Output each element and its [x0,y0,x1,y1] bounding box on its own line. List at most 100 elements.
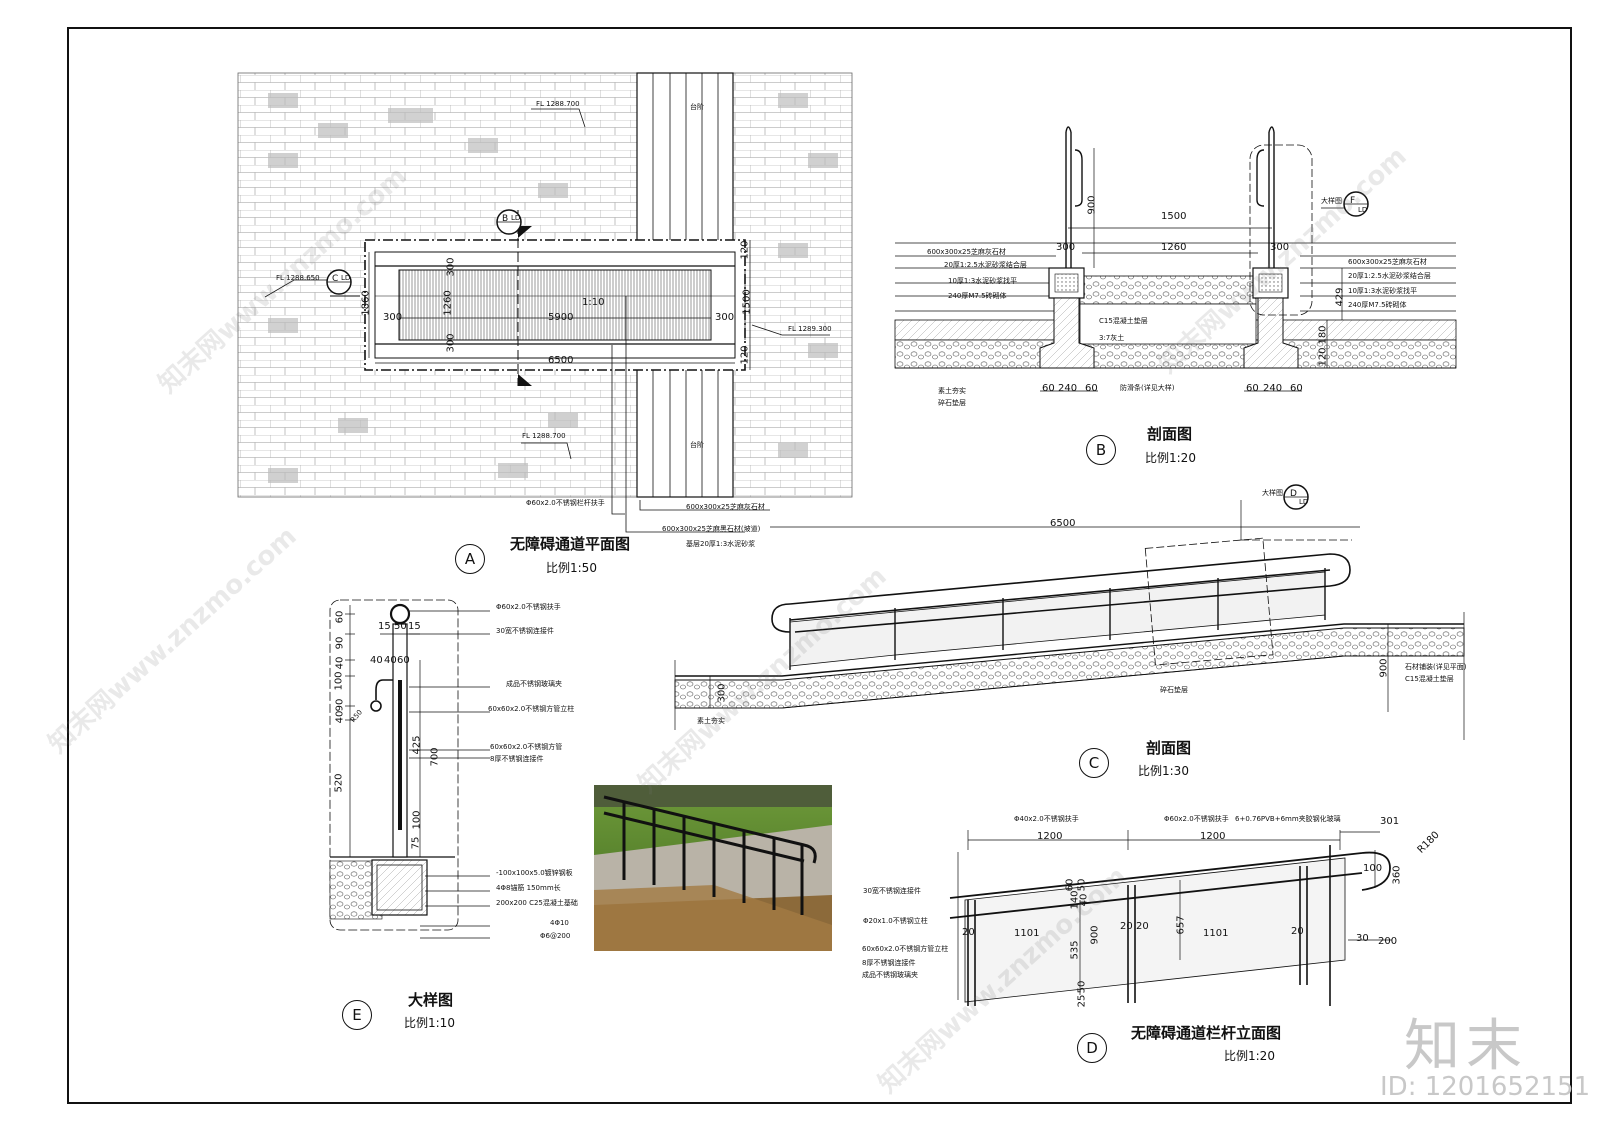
detail-d [949,830,1392,1006]
step-mark-2: 台阶 [690,441,704,449]
det-e-note-10: 4Φ10 [550,919,569,927]
det-e-520: 520 [333,773,345,793]
elev-4: FL 1288.700 [522,432,566,440]
sec-b-foot-r3: 60 [1290,383,1303,394]
section-b-scale: 比例1:20 [1145,451,1196,465]
elev-3: FL 1289.300 [788,325,832,333]
det-e-note-5: 60x60x2.0不锈钢方管 [490,743,563,751]
det-d-note-top-2: Φ60x2.0不锈钢扶手 [1164,815,1229,823]
det-d-25: 25 [1076,994,1088,1008]
det-e-60: 60 [334,610,346,624]
sec-b-300-left: 300 [1056,242,1076,253]
sec-c-detail-sheet: LD [1299,498,1309,506]
sec-b-note-1: 素土夯实 [938,387,966,395]
det-e-40a: 40 [370,655,383,666]
callout-c-letter: C [332,274,339,284]
callout-b-sheet: LD [511,214,521,222]
det-e-700: 700 [429,747,441,767]
det-d-900: 900 [1089,925,1101,945]
dim-5900: 5900 [548,312,574,323]
det-d-657: 657 [1175,915,1187,935]
dim-300-right: 300 [715,312,735,323]
sec-b-layer-r1: 600x300x25芝麻灰石材 [1348,258,1427,266]
slope-label: 1:10 [582,297,605,308]
det-d-20-mid-a: 20 [1120,921,1133,932]
det-e-40: 40 [334,656,346,670]
det-e-15b: 15 [408,621,421,632]
det-d-note-top-3: 6+0.76PVB+6mm夹胶钢化玻璃 [1235,815,1341,823]
dim-120-top: 120 [739,240,751,260]
detail-e-title: 大样图 [408,991,454,1009]
note-paving-black: 600x300x25芝麻黑石材(坡道) [662,525,761,533]
note-paving-grey: 600x300x25芝麻灰石材 [686,503,765,511]
sec-b-1500: 1500 [1161,211,1187,222]
sec-c-detail-text: 大样图 [1262,489,1283,497]
detail-d-scale: 比例1:20 [1224,1049,1275,1063]
det-e-90a: 90 [334,636,346,650]
det-d-note-l4: 8厚不锈钢连接件 [862,959,916,967]
sec-c-note-3: 碎石垫层 [1160,686,1188,694]
section-b-title: 剖面图 [1147,425,1193,443]
det-d-note-top-1: Φ40x2.0不锈钢扶手 [1014,815,1079,823]
det-e-note-11: Φ6@200 [540,932,571,940]
dim-1860: 1860 [360,290,372,316]
sec-b-layer-l3: 10厚1:3水泥砂浆找平 [948,277,1018,285]
det-d-20-left: 20 [962,927,975,938]
sec-b-note-4: 3:7灰土 [1099,334,1125,342]
sec-c-detail-letter: D [1290,489,1297,499]
sec-b-detail-text: 大样图 [1321,197,1342,205]
detail-e-circle: E [342,1000,372,1030]
plan-a-title: 无障碍通道平面图 [510,535,631,553]
section-b-circle: B [1086,435,1116,465]
callout-c-sheet: LD [341,274,351,282]
det-d-30: 30 [1356,933,1369,944]
det-e-note-2: 30宽不锈钢连接件 [496,627,554,635]
sec-b-note-3: C15混凝土垫层 [1099,317,1148,325]
sec-b-120: 120 [1317,347,1329,367]
sec-c-6500: 6500 [1050,518,1076,529]
det-d-20-mid-b: 20 [1136,921,1149,932]
sec-b-1260: 1260 [1161,242,1187,253]
dim-1500: 1500 [741,289,753,315]
dim-6500: 6500 [548,355,574,366]
detail-e [329,599,490,939]
section-c-title: 剖面图 [1146,739,1192,757]
sec-b-layer-l2: 20厚1:2.5水泥砂浆结合层 [944,261,1027,269]
sec-b-layer-r4: 240厚M7.5砖砌体 [1348,301,1407,309]
section-c-circle: C [1079,748,1109,778]
sec-b-layer-l4: 240厚M7.5砖砌体 [948,292,1007,300]
det-d-note-l2: Φ20x1.0不锈钢立柱 [863,917,928,925]
sec-c-note-1: 石材铺装(详见平面) [1405,663,1467,671]
det-d-note-l5: 成品不锈钢玻璃夹 [862,971,918,979]
det-e-note-4: 60x60x2.0不锈钢方管立柱 [488,705,575,713]
plan-callouts [326,191,1369,510]
det-d-360: 360 [1391,865,1403,885]
det-e-100: 100 [333,671,345,691]
det-e-75: 75 [410,836,422,850]
det-d-20-right: 20 [1291,926,1304,937]
step-mark-1: 台阶 [690,103,704,111]
det-d-100: 100 [1363,863,1383,874]
brand-logo: 知末 [1404,1014,1528,1079]
det-e-40b2: 40 [384,655,397,666]
sec-b-layer-l1: 600x300x25芝麻灰石材 [927,248,1006,256]
det-e-50: 50 [394,621,407,632]
det-e-425: 425 [411,735,423,755]
section-c-scale: 比例1:30 [1138,764,1189,778]
det-d-note-l3: 60x60x2.0不锈钢方管立柱 [862,945,949,953]
det-d-1101a: 1101 [1014,928,1040,939]
det-d-50b: 50 [1076,980,1088,994]
sec-b-180: 180 [1317,325,1329,345]
detail-d-title: 无障碍通道栏杆立面图 [1131,1024,1282,1042]
det-e-100h: 100 [411,810,423,830]
plan-a [237,72,853,533]
elev-2: FL 1288.650 [276,274,320,282]
det-d-200: 200 [1378,936,1398,947]
section-a-circle: A [455,544,485,574]
sec-b-900: 900 [1086,195,1098,215]
sec-c-900: 900 [1378,658,1390,678]
plan-a-scale: 比例1:50 [546,561,597,575]
det-e-90b: 90 [334,698,346,712]
